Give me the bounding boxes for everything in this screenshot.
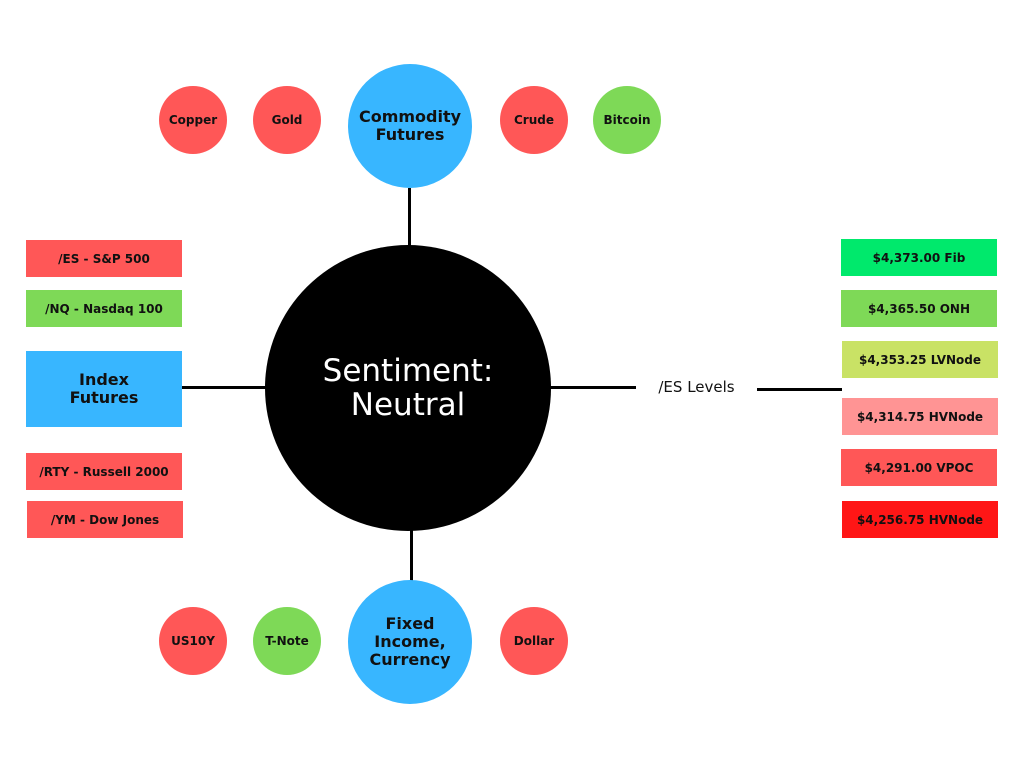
index-label-2: Futures xyxy=(69,388,139,407)
gold-node: Gold xyxy=(253,86,321,154)
index-ym: /YM - Dow Jones xyxy=(27,501,183,538)
copper-node: Copper xyxy=(159,86,227,154)
tnote-node: T-Note xyxy=(253,607,321,675)
level-lvnode: $4,353.25 LVNode xyxy=(842,341,998,378)
index-rty: /RTY - Russell 2000 xyxy=(26,453,182,490)
fixed-income-label-1: Fixed xyxy=(385,614,435,633)
connector-right xyxy=(550,386,636,389)
es-levels-label: /ES Levels xyxy=(658,378,735,396)
level-onh: $4,365.50 ONH xyxy=(841,290,997,327)
crude-node: Crude xyxy=(500,86,568,154)
level-fib: $4,373.00 Fib xyxy=(841,239,997,276)
sentiment-label: Sentiment: xyxy=(322,353,494,389)
bitcoin-node: Bitcoin xyxy=(593,86,661,154)
commodity-label-1: Commodity xyxy=(358,107,462,126)
connector-levels xyxy=(757,388,842,391)
fixed-income-label-3: Currency xyxy=(369,650,451,669)
index-nq: /NQ - Nasdaq 100 xyxy=(26,290,182,327)
level-hvnode-1: $4,314.75 HVNode xyxy=(842,398,998,435)
connector-top xyxy=(408,188,411,246)
us10y-node: US10Y xyxy=(159,607,227,675)
connector-left xyxy=(182,386,266,389)
index-es: /ES - S&P 500 xyxy=(26,240,182,277)
connector-bottom xyxy=(410,530,413,581)
commodity-label-2: Futures xyxy=(375,125,445,144)
level-hvnode-2: $4,256.75 HVNode xyxy=(842,501,998,538)
index-label-1: Index xyxy=(79,370,129,389)
sentiment-value: Neutral xyxy=(350,387,466,423)
fixed-income-label-2: Income, xyxy=(374,632,446,651)
sentiment-node: Sentiment:Neutral xyxy=(265,245,551,531)
dollar-node: Dollar xyxy=(500,607,568,675)
level-vpoc: $4,291.00 VPOC xyxy=(841,449,997,486)
